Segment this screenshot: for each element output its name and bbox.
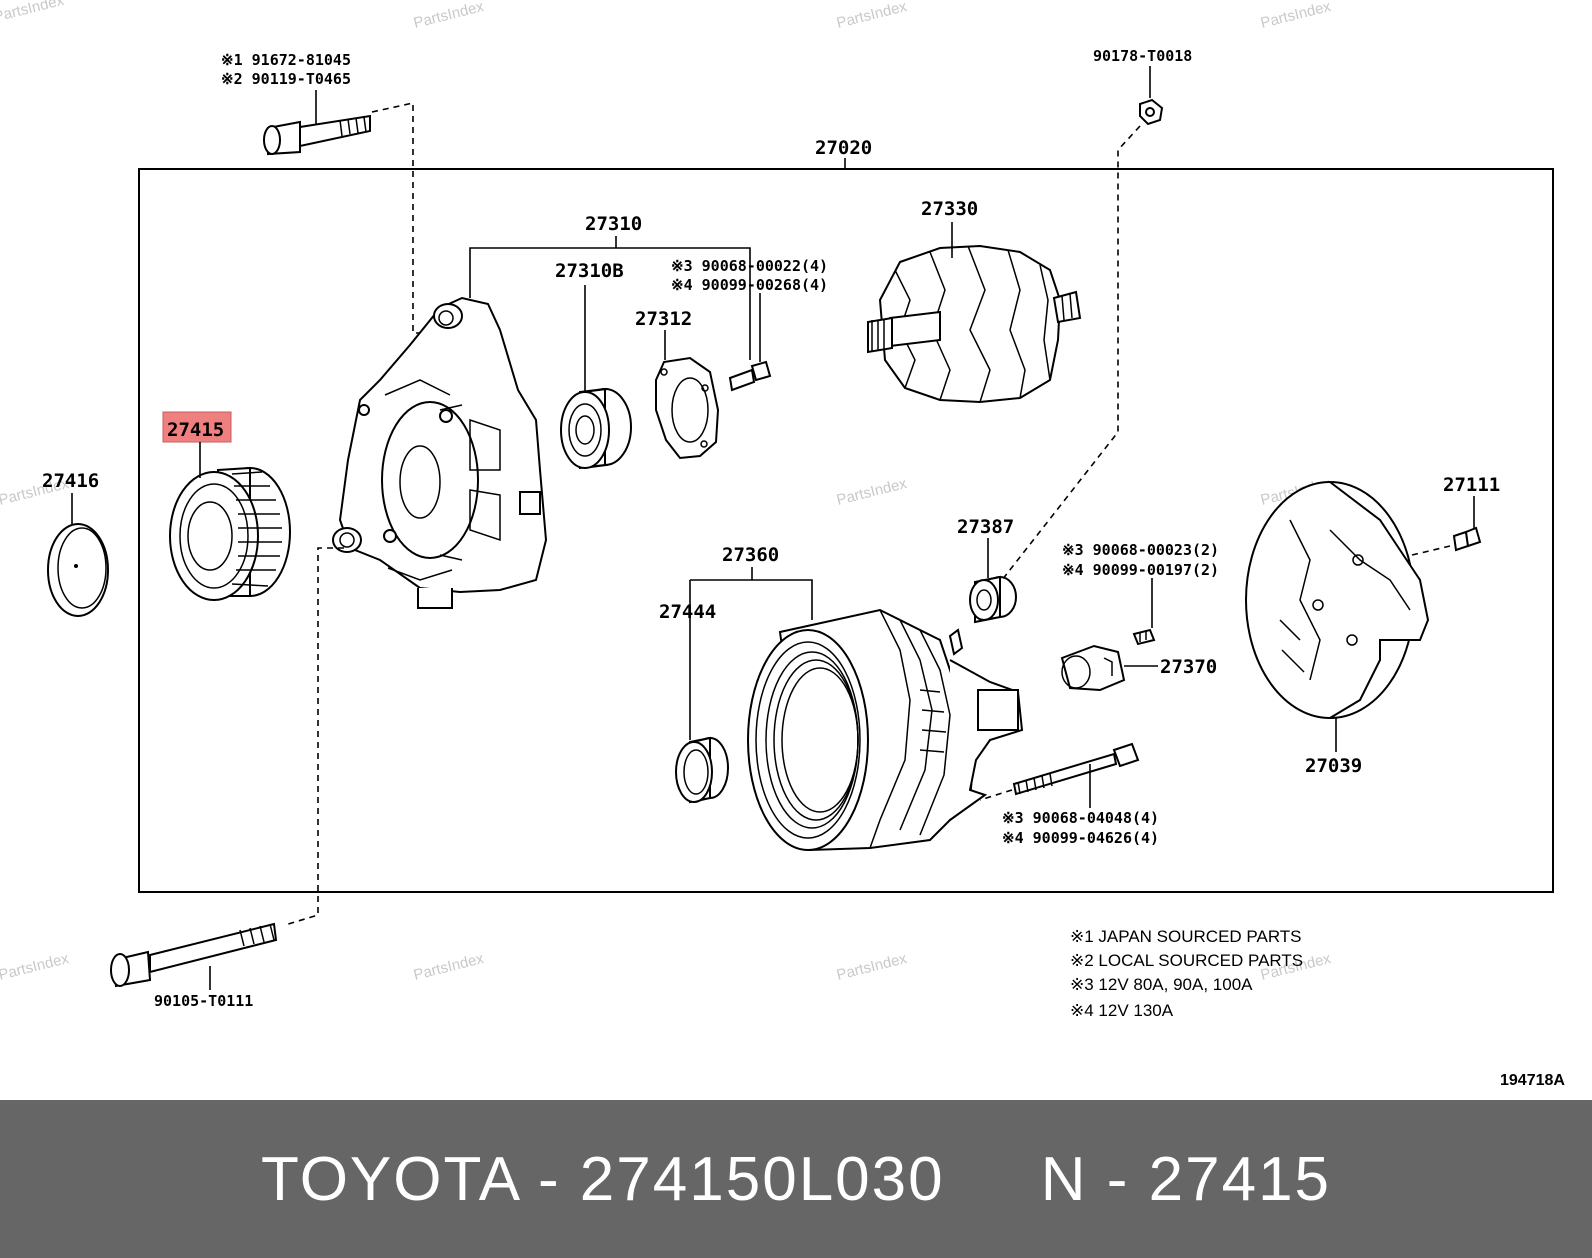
- bearing-retainer: [655, 356, 720, 460]
- pulley-cap: [47, 523, 109, 617]
- drive-end-frame: [332, 296, 548, 609]
- highlight-27415: [162, 411, 232, 443]
- label-27415[interactable]: 27415: [167, 419, 224, 441]
- label-27444[interactable]: 27444: [659, 601, 716, 623]
- watermark: PartsIndex: [835, 0, 909, 32]
- top-bolt: [263, 114, 371, 156]
- rotor: [867, 244, 1082, 404]
- note-3: ※3 12V 80A, 90A, 100A: [1070, 975, 1253, 994]
- label-90068-00022[interactable]: ※3 90068-00022(4): [671, 257, 828, 275]
- label-27039[interactable]: 27039: [1305, 755, 1362, 777]
- note-4: ※4 12V 130A: [1070, 1001, 1174, 1020]
- pulley: [169, 466, 291, 601]
- through-bolt: [1012, 742, 1140, 796]
- watermark: PartsIndex: [835, 950, 909, 984]
- label-27370[interactable]: 27370: [1160, 656, 1217, 678]
- diagram-code: 194718A: [1500, 1072, 1565, 1089]
- note-2: ※2 LOCAL SOURCED PARTS: [1070, 951, 1303, 970]
- assembly-frame: [138, 168, 1554, 893]
- label-90099-04626[interactable]: ※4 90099-04626(4): [1002, 829, 1159, 847]
- retainer-screw: [728, 360, 772, 392]
- label-90099-00197[interactable]: ※4 90099-00197(2): [1062, 561, 1219, 579]
- watermark: PartsIndex: [1259, 0, 1333, 32]
- label-27330[interactable]: 27330: [921, 198, 978, 220]
- regulator: [1060, 644, 1126, 692]
- label-90099-00268[interactable]: ※4 90099-00268(4): [671, 276, 828, 294]
- watermark: PartsIndex: [835, 475, 909, 509]
- label-27387[interactable]: 27387: [957, 516, 1014, 538]
- label-27310[interactable]: 27310: [585, 213, 642, 235]
- watermarks: PartsIndex: [0, 0, 66, 26]
- label-27020[interactable]: 27020: [815, 137, 872, 159]
- watermark: PartsIndex: [0, 0, 66, 26]
- nut-90178: [1139, 98, 1164, 126]
- footer-title: TOYOTA - 274150L030 N - 27415: [260, 1144, 1332, 1214]
- label-90105-T0111[interactable]: 90105-T0111: [154, 992, 253, 1010]
- terminal-insulator: [1452, 526, 1482, 552]
- label-27310B[interactable]: 27310B: [555, 260, 624, 282]
- label-91672-81045[interactable]: ※1 91672-81045: [221, 51, 351, 69]
- insulator: [675, 736, 729, 804]
- label-90119-T0465[interactable]: ※2 90119-T0465: [221, 70, 351, 88]
- label-90068-00023[interactable]: ※3 90068-00023(2): [1062, 541, 1219, 559]
- regulator-screw: [1132, 628, 1156, 646]
- parts-diagram: PartsIndex PartsIndex PartsIndex PartsIn…: [0, 0, 1565, 1089]
- bottom-bolt: [110, 922, 278, 988]
- bearing: [560, 387, 632, 470]
- watermark: PartsIndex: [0, 950, 71, 984]
- label-27111[interactable]: 27111: [1443, 474, 1500, 496]
- note-1: ※1 JAPAN SOURCED PARTS: [1070, 927, 1302, 946]
- watermark: PartsIndex: [412, 950, 486, 984]
- label-27312[interactable]: 27312: [635, 308, 692, 330]
- label-90068-04048[interactable]: ※3 90068-04048(4): [1002, 809, 1159, 827]
- notes: ※1 JAPAN SOURCED PARTS ※2 LOCAL SOURCED …: [1070, 927, 1303, 1020]
- watermark: PartsIndex: [412, 0, 486, 32]
- footer-bar: TOYOTA - 274150L030 N - 27415: [0, 1100, 1592, 1258]
- brush-holder: [969, 575, 1017, 624]
- label-27416[interactable]: 27416: [42, 470, 99, 492]
- label-90178-T0018[interactable]: 90178-T0018: [1093, 47, 1192, 65]
- label-27360[interactable]: 27360: [722, 544, 779, 566]
- rear-cover: [1245, 481, 1430, 719]
- stator: [747, 608, 1024, 852]
